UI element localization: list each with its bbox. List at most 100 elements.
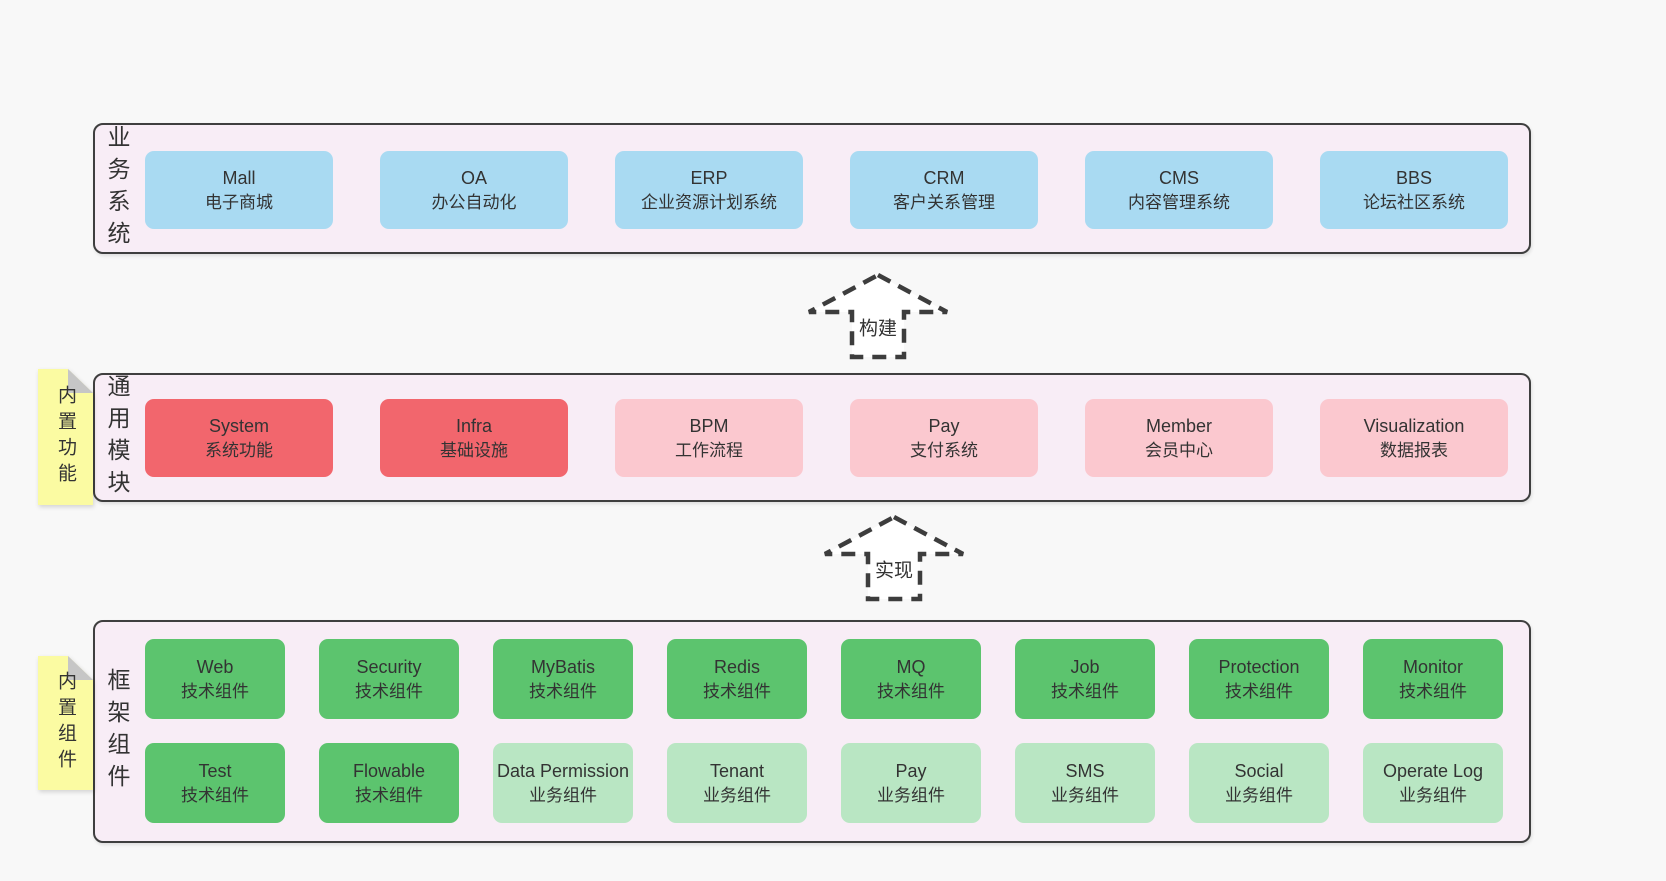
- box-row-common-modules: System 系统功能 Infra 基础设施 BPM 工作流程 Pay 支付系统 Member 会…: [145, 399, 1508, 477]
- box-social: Social 业务组件: [1189, 743, 1329, 823]
- box-subtitle: 电子商城: [205, 192, 273, 212]
- box-title: Web: [196, 656, 234, 677]
- box-subtitle: 技术组件: [877, 681, 945, 701]
- box-mybatis: MyBatis 技术组件: [493, 639, 633, 719]
- box-title: CMS: [1159, 167, 1199, 188]
- box-title: Member: [1145, 415, 1212, 436]
- box-subtitle: 内容管理系统: [1128, 192, 1230, 212]
- box-subtitle: 业务组件: [1051, 785, 1119, 805]
- box-subtitle: 办公自动化: [431, 192, 517, 212]
- box-title: SMS: [1065, 760, 1105, 781]
- box-title: OA: [460, 167, 487, 188]
- box-subtitle: 业务组件: [1399, 785, 1467, 805]
- tag-built-in-components: 内置组件: [38, 656, 93, 790]
- box-subtitle: 会员中心: [1145, 440, 1213, 460]
- box-subtitle: 技术组件: [1225, 681, 1293, 701]
- box-redis: Redis 技术组件: [667, 639, 807, 719]
- tag-label-built-in-components: 内置组件: [55, 671, 76, 775]
- box-title: Operate Log: [1382, 760, 1484, 781]
- box-title: Pay: [895, 760, 927, 781]
- box-title: Mall: [222, 167, 256, 188]
- box-title: Visualization: [1363, 415, 1465, 436]
- box-pay: Pay 支付系统: [850, 399, 1038, 477]
- box-title: System: [208, 415, 269, 436]
- box-subtitle: 基础设施: [440, 440, 508, 460]
- box-subtitle: 业务组件: [1225, 785, 1293, 805]
- box-mall: Mall 电子商城: [145, 151, 333, 229]
- box-subtitle: 技术组件: [355, 785, 423, 805]
- box-subtitle: 技术组件: [703, 681, 771, 701]
- box-title: Job: [1070, 656, 1100, 677]
- panel-common-modules: 通用模块 System 系统功能 Infra 基础设施 BPM 工作流程 Pay 支付系统 Me…: [93, 373, 1531, 502]
- box-title: Flowable: [352, 760, 426, 781]
- box-subtitle: 系统功能: [205, 440, 273, 460]
- box-subtitle: 业务组件: [529, 785, 597, 805]
- box-title: Social: [1234, 760, 1284, 781]
- box-protection: Protection 技术组件: [1189, 639, 1329, 719]
- box-title: Monitor: [1402, 656, 1464, 677]
- box-flowable: Flowable 技术组件: [319, 743, 459, 823]
- box-data-permission: Data Permission 业务组件: [493, 743, 633, 823]
- box-subtitle: 客户关系管理: [893, 192, 995, 212]
- box-subtitle: 业务组件: [877, 785, 945, 805]
- box-title: Redis: [713, 656, 761, 677]
- panel-label-common-modules: 通用模块: [104, 373, 130, 502]
- box-system: System 系统功能: [145, 399, 333, 477]
- box-member: Member 会员中心: [1085, 399, 1273, 477]
- panel-label-business-systems: 业务系统: [104, 124, 130, 253]
- box-title: Pay: [928, 415, 960, 436]
- box-web: Web 技术组件: [145, 639, 285, 719]
- box-subtitle: 企业资源计划系统: [641, 192, 777, 212]
- box-title: Test: [198, 760, 232, 781]
- box-mq: MQ 技术组件: [841, 639, 981, 719]
- box-oa: OA 办公自动化: [380, 151, 568, 229]
- box-subtitle: 工作流程: [675, 440, 743, 460]
- box-cms: CMS 内容管理系统: [1085, 151, 1273, 229]
- box-bbs: BBS 论坛社区系统: [1320, 151, 1508, 229]
- box-bpm: BPM 工作流程: [615, 399, 803, 477]
- box-security: Security 技术组件: [319, 639, 459, 719]
- box-subtitle: 技术组件: [1399, 681, 1467, 701]
- box-operate-log: Operate Log 业务组件: [1363, 743, 1503, 823]
- box-subtitle: 论坛社区系统: [1363, 192, 1465, 212]
- box-subtitle: 技术组件: [181, 785, 249, 805]
- box-visualization: Visualization 数据报表: [1320, 399, 1508, 477]
- box-tenant: Tenant 业务组件: [667, 743, 807, 823]
- box-job: Job 技术组件: [1015, 639, 1155, 719]
- arrow-label-build: 构建: [855, 312, 901, 342]
- box-subtitle: 技术组件: [529, 681, 597, 701]
- box-subtitle: 技术组件: [355, 681, 423, 701]
- box-title: MyBatis: [530, 656, 595, 677]
- box-subtitle: 技术组件: [1051, 681, 1119, 701]
- box-title: Data Permission: [496, 760, 630, 781]
- tag-built-in-features: 内置功能: [38, 369, 93, 505]
- box-subtitle: 支付系统: [910, 440, 978, 460]
- box-title: Protection: [1218, 656, 1300, 677]
- box-test: Test 技术组件: [145, 743, 285, 823]
- box-title: MQ: [896, 656, 926, 677]
- box-infra: Infra 基础设施: [380, 399, 568, 477]
- box-pay: Pay 业务组件: [841, 743, 981, 823]
- box-subtitle: 技术组件: [181, 681, 249, 701]
- box-title: BPM: [689, 415, 729, 436]
- tag-label-built-in-features: 内置功能: [55, 385, 76, 489]
- box-subtitle: 数据报表: [1380, 440, 1448, 460]
- arrow-label-implement: 实现: [871, 554, 917, 584]
- box-title: BBS: [1395, 167, 1433, 188]
- box-subtitle: 业务组件: [703, 785, 771, 805]
- box-title: Security: [356, 656, 422, 677]
- box-title: ERP: [690, 167, 728, 188]
- box-title: Infra: [455, 415, 493, 436]
- box-title: Tenant: [709, 760, 765, 781]
- box-monitor: Monitor 技术组件: [1363, 639, 1503, 719]
- arrow-build: 构建: [806, 272, 950, 360]
- arrow-implement: 实现: [822, 514, 966, 602]
- panel-label-framework-components: 框架组件: [104, 667, 130, 796]
